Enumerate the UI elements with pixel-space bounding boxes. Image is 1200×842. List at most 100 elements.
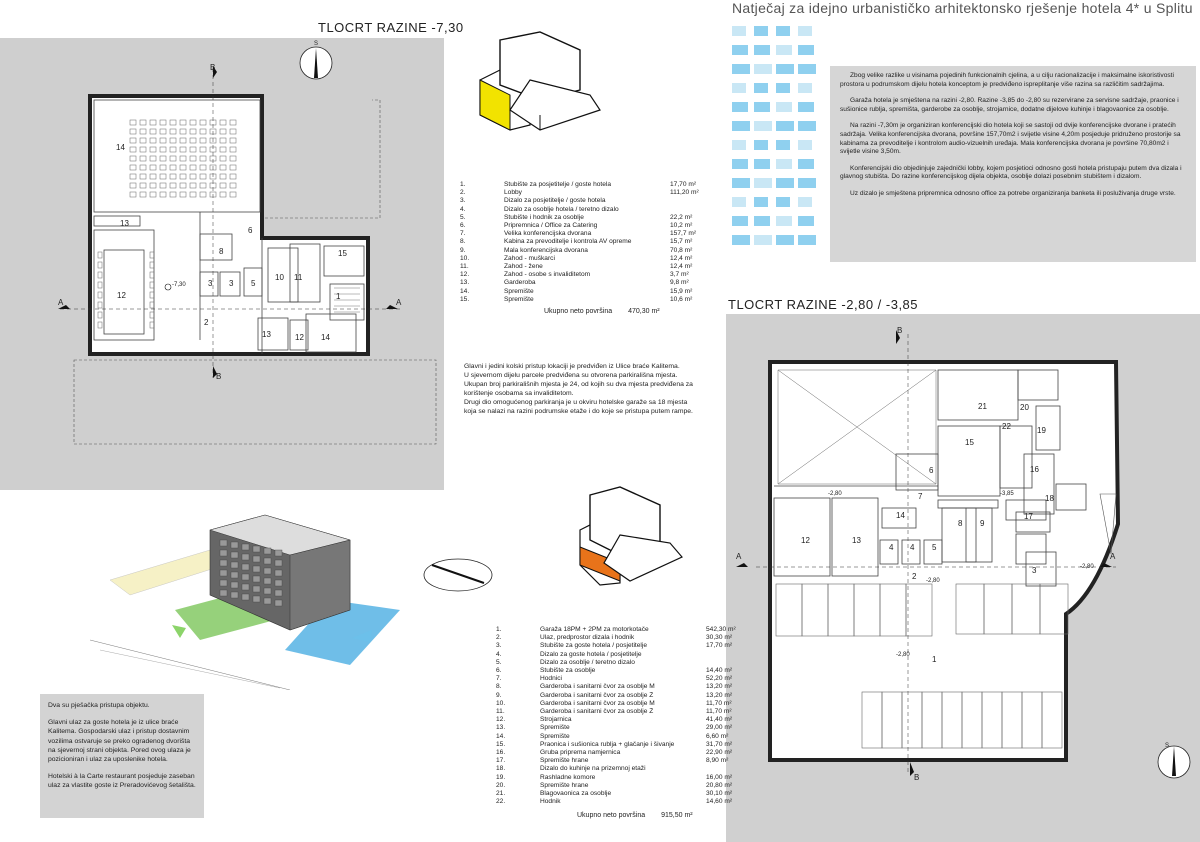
garage-legend-number: 13. — [496, 724, 506, 732]
pattern-cell — [732, 64, 750, 74]
seat — [179, 173, 187, 180]
garage-legend-number: 6. — [496, 667, 502, 675]
seat — [229, 128, 237, 135]
access-note: Dva su pješačka pristupa objektu.Glavni … — [40, 694, 204, 818]
seat — [149, 301, 155, 309]
pattern-cell — [776, 178, 794, 188]
lower-legend: 1.Stubište za posjetitelje / goste hotel… — [460, 181, 730, 304]
seat — [199, 155, 207, 162]
facade-window — [274, 589, 283, 597]
garage-room-6: 6 — [929, 466, 934, 475]
seat — [199, 146, 207, 153]
garage-plan-heading: TLOCRT RAZINE -2,80 / -3,85 — [728, 297, 919, 312]
garage-legend-row: 18.Dizalo do kuhinje na prizemnoj etaži — [496, 765, 766, 773]
garage-legend-area: 22,90 m² — [706, 749, 733, 757]
lower-legend-row: 4.Dizalo za osoblje hotela / teretno diz… — [460, 206, 730, 214]
garage-legend-area: 14,60 m² — [706, 798, 733, 806]
section-a-left: A — [58, 298, 64, 307]
seat — [219, 146, 227, 153]
garage-legend-number: 17. — [496, 757, 506, 765]
pattern-cell — [754, 45, 770, 55]
seat — [189, 137, 197, 144]
parking-text-line: koja se nalazi na razini podrumske etaže… — [464, 408, 693, 415]
lower-legend-room-name: Garderoba — [504, 279, 536, 287]
seat — [199, 191, 207, 198]
room-label-13: 13 — [262, 330, 271, 339]
room-label-4: 5 — [251, 279, 256, 288]
seat — [179, 128, 187, 135]
seat — [149, 311, 155, 319]
seat — [169, 128, 177, 135]
pattern-cell — [754, 121, 772, 131]
garage-legend-room-name: Gruba priprema namjernica — [540, 749, 621, 757]
lower-legend-number: 6. — [460, 222, 466, 230]
garage-room-21: 21 — [978, 402, 987, 411]
garage-legend-area: 6,60 m² — [706, 732, 729, 740]
pattern-cell — [776, 159, 792, 169]
lower-legend-number: 9. — [460, 246, 466, 254]
seat — [149, 271, 155, 279]
seat — [139, 155, 147, 162]
facade-window — [263, 577, 272, 585]
garage-legend-number: 2. — [496, 634, 502, 642]
room-label-11: 11 — [294, 273, 303, 282]
garage-legend-row: 8.Garderoba i sanitarni čvor za osoblje … — [496, 683, 766, 691]
facade-window — [241, 593, 250, 601]
seat — [229, 146, 237, 153]
garage-room-15: 15 — [965, 438, 974, 447]
seat — [129, 146, 137, 153]
parking-text-line: Drugi dio omogućenog parkiranja je u okv… — [464, 399, 688, 406]
lower-legend-number: 5. — [460, 213, 466, 221]
seat — [229, 182, 237, 189]
garage-legend-number: 10. — [496, 699, 506, 707]
facade-window — [241, 553, 250, 561]
garage-legend-area: 11,70 m² — [706, 699, 732, 707]
lower-legend-area: 3,7 m² — [670, 271, 689, 279]
room-label-15: 15 — [338, 249, 347, 258]
lower-legend-row: 8.Kabina za prevoditelje i kontrola AV o… — [460, 238, 730, 246]
seat — [179, 155, 187, 162]
lower-legend-number: 3. — [460, 197, 466, 205]
pattern-cell — [754, 26, 768, 36]
room-label-3b: 3 — [229, 279, 234, 288]
page-title: Natječaj za idejno urbanističko arhitekt… — [732, 0, 1193, 16]
lower-legend-room-name: Velika konferencijska dvorana — [504, 230, 592, 238]
lower-legend-area: 17,70 m² — [670, 181, 697, 188]
pattern-cell — [776, 64, 794, 74]
garage-legend-area: 542,30 m² — [706, 626, 736, 633]
seat — [149, 321, 155, 329]
lower-legend-area — [670, 206, 730, 214]
lower-legend-room-name: Kabina za prevoditelje i kontrola AV opr… — [504, 238, 632, 246]
seat — [159, 155, 167, 162]
seat — [219, 182, 227, 189]
facade-window — [241, 563, 250, 571]
facade-window — [219, 559, 228, 567]
garage-room-14: 14 — [896, 511, 905, 520]
garage-section-b-bottom: B — [914, 773, 920, 782]
garage-legend-number: 5. — [496, 658, 502, 666]
description-paragraph: Zbog velike razlike u visinama pojedinih… — [840, 72, 1174, 88]
pattern-cell — [732, 235, 750, 245]
seat — [97, 291, 103, 299]
garage-legend-room-name: Praonica i sušionica rublja + glačanje i… — [540, 740, 675, 748]
seat — [97, 271, 103, 279]
garage-room-19: 19 — [1037, 426, 1046, 435]
garage-legend-room-name: Garderoba i sanitarni čvor za osoblje Ž — [540, 708, 654, 716]
garage-legend-number: 4. — [496, 650, 502, 658]
garage-legend-number: 9. — [496, 691, 502, 699]
pattern-cell — [798, 26, 812, 36]
room-label-1: 1 — [336, 292, 341, 301]
seat — [149, 182, 157, 189]
pattern-cell — [732, 45, 748, 55]
garage-legend-number: 21. — [496, 790, 506, 798]
seat — [159, 164, 167, 171]
